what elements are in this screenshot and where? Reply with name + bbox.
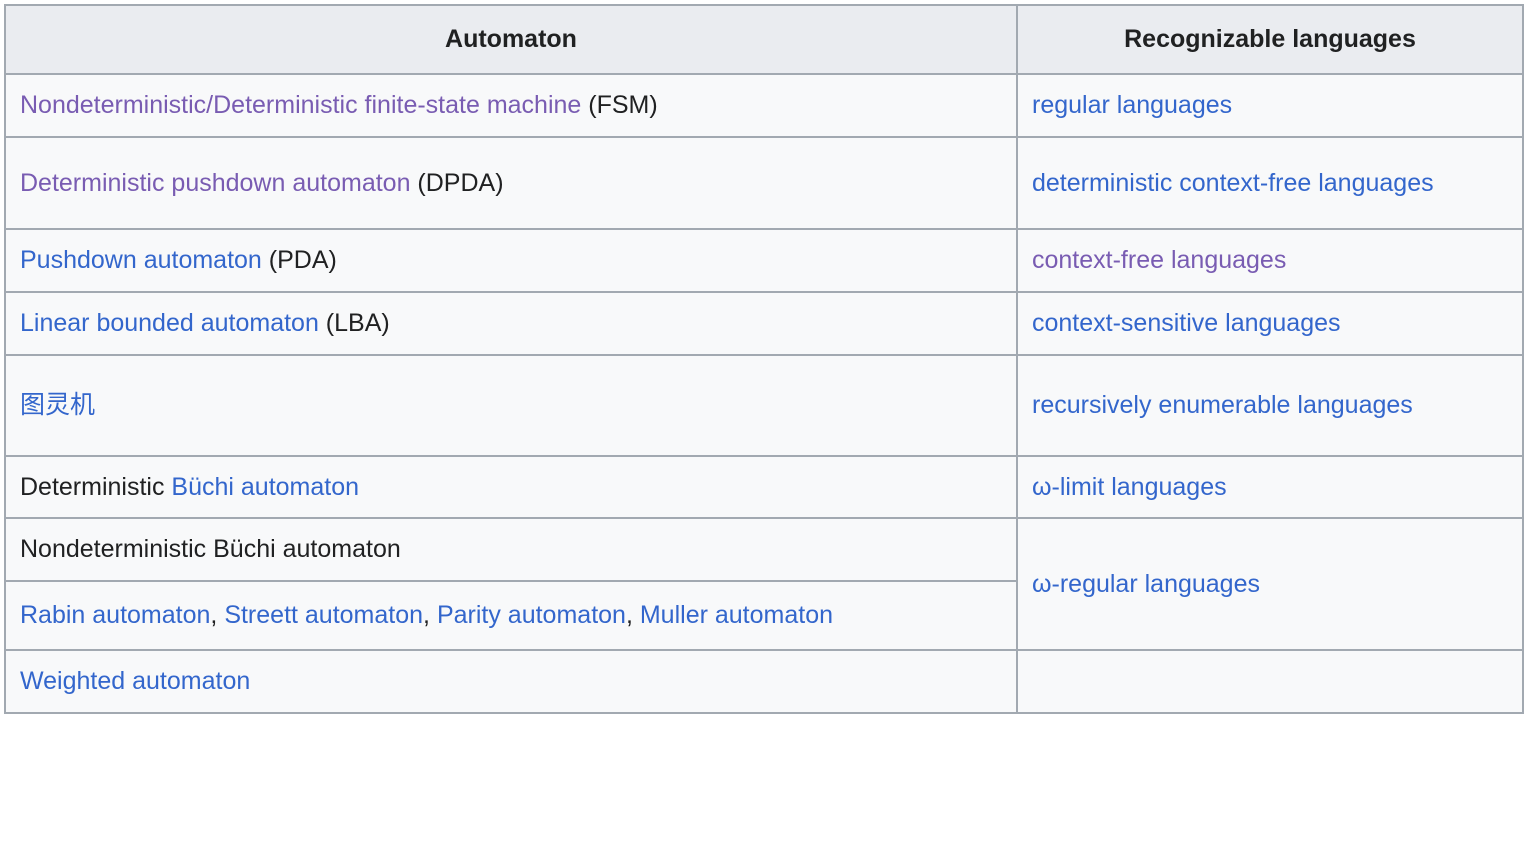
languages-link[interactable]: context-free languages (1032, 246, 1287, 275)
cell-automaton: Deterministic Büchi automaton (4, 454, 1018, 520)
automaton-text: Pushdown automaton (PDA) (20, 246, 337, 274)
languages-text: deterministic context-free languages (1032, 169, 1434, 197)
table-row: Deterministic pushdown automaton (DPDA) d… (4, 135, 1524, 231)
automaton-plain-text: , (625, 601, 640, 629)
column-header-languages: Recognizable languages (1016, 4, 1524, 75)
automata-languages-table: Automaton Recognizable languages Nondete… (4, 4, 1524, 714)
cell-automaton: 图灵机 (4, 353, 1018, 457)
automaton-text: Nondeterministic/Deterministic finite-st… (20, 91, 658, 119)
cell-languages: context-sensitive languages (1016, 291, 1524, 356)
languages-link[interactable]: deterministic context-free languages (1032, 168, 1434, 197)
languages-text: recursively enumerable languages (1032, 391, 1413, 419)
cell-languages: ω-limit languages (1016, 454, 1524, 520)
languages-text: context-sensitive languages (1032, 309, 1341, 337)
table-row: Nondeterministic Büchi automaton ω-regula… (4, 517, 1524, 651)
automaton-text: Rabin automaton, Streett automaton, Pari… (20, 601, 833, 629)
cell-automaton: Pushdown automaton (PDA) (4, 228, 1018, 293)
automaton-plain-text: (PDA) (261, 246, 337, 275)
languages-text: context-free languages (1032, 246, 1286, 274)
header-row: Automaton Recognizable languages (4, 4, 1524, 75)
automaton-plain-text: , (210, 601, 225, 629)
languages-text: regular languages (1032, 91, 1232, 119)
automaton-plain-text: Deterministic (20, 472, 172, 501)
cell-languages: recursively enumerable languages (1016, 353, 1524, 457)
cell-languages (1016, 648, 1524, 714)
automaton-link[interactable]: Weighted automaton (20, 666, 251, 695)
cell-automaton: Linear bounded automaton (LBA) (4, 291, 1018, 356)
languages-link[interactable]: recursively enumerable languages (1032, 390, 1413, 419)
automaton-text: Deterministic Büchi automaton (20, 473, 359, 501)
automaton-text: Weighted automaton (20, 667, 250, 695)
automaton-link[interactable]: Pushdown automaton (20, 246, 262, 275)
languages-link[interactable]: context-sensitive languages (1032, 309, 1341, 337)
automaton-plain-text: , (423, 601, 437, 629)
cell-languages: regular languages (1016, 72, 1524, 138)
cell-automaton: Nondeterministic/Deterministic finite-st… (4, 72, 1018, 138)
cell-automaton: Nondeterministic Büchi automaton (4, 517, 1018, 582)
languages-text: ω-regular languages (1032, 570, 1260, 598)
automaton-text: Linear bounded automaton (LBA) (20, 309, 390, 337)
automaton-plain-text: Nondeterministic Büchi automaton (20, 535, 401, 564)
automaton-link[interactable]: Muller automaton (639, 601, 834, 629)
cell-automaton: Deterministic pushdown automaton (DPDA) (4, 135, 1018, 231)
automaton-link[interactable]: 图灵机 (20, 390, 96, 419)
table-header: Automaton Recognizable languages (4, 4, 1524, 75)
table-row: Weighted automaton (4, 648, 1524, 714)
table-row: Pushdown automaton (PDA) context-free lan… (4, 228, 1524, 293)
table-row: Deterministic Büchi automaton ω-limit lan… (4, 454, 1524, 520)
automaton-link[interactable]: Parity automaton (436, 601, 626, 629)
languages-link[interactable]: ω-regular languages (1032, 569, 1260, 598)
languages-text: ω-limit languages (1032, 473, 1227, 501)
table-row: Rabin automaton, Streett automaton, Pari… (4, 580, 1523, 651)
column-header-automaton: Automaton (4, 4, 1018, 75)
automaton-text: 图灵机 (20, 391, 95, 419)
languages-link[interactable]: ω-limit languages (1032, 472, 1227, 501)
languages-link[interactable]: regular languages (1032, 90, 1233, 119)
cell-languages: context-free languages (1016, 228, 1524, 293)
table-row: Linear bounded automaton (LBA) context-se… (4, 291, 1524, 356)
automaton-plain-text: (LBA) (318, 309, 390, 337)
cell-automaton: Rabin automaton, Streett automaton, Pari… (4, 580, 1018, 651)
automaton-link[interactable]: Nondeterministic/Deterministic finite-st… (20, 90, 582, 119)
automaton-link[interactable]: Linear bounded automaton (20, 309, 319, 337)
table-body: Nondeterministic/Deterministic finite-st… (4, 72, 1524, 714)
automaton-link[interactable]: Streett automaton (224, 601, 424, 629)
automaton-plain-text: (FSM) (581, 90, 658, 119)
automaton-link[interactable]: Büchi automaton (171, 472, 360, 501)
automaton-link[interactable]: Deterministic pushdown automaton (20, 168, 411, 197)
cell-languages: ω-regular languages (1016, 517, 1524, 651)
automaton-plain-text: (DPDA) (410, 168, 504, 197)
automaton-text: Nondeterministic Büchi automaton (20, 535, 401, 563)
cell-automaton: Weighted automaton (4, 648, 1018, 714)
automaton-text: Deterministic pushdown automaton (DPDA) (20, 169, 504, 197)
cell-languages: deterministic context-free languages (1016, 135, 1524, 231)
automaton-link[interactable]: Rabin automaton (20, 601, 211, 629)
table-row: Nondeterministic/Deterministic finite-st… (4, 72, 1524, 138)
table-row: 图灵机 recursively enumerable languages (4, 353, 1524, 457)
